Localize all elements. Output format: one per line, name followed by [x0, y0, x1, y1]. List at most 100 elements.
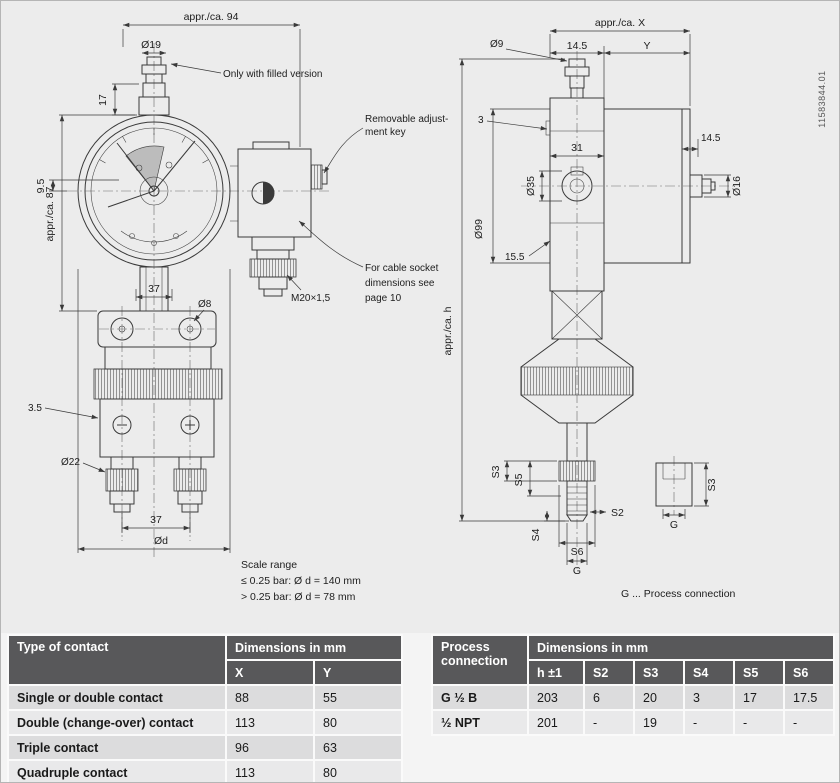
side-valve-body [520, 290, 634, 522]
dim-s4: S4 [530, 528, 542, 541]
dim-g-detail: G [670, 519, 678, 531]
contact-table-header-row: Type of contact Dimensions in mm [7, 634, 404, 686]
dim-3: 3 [478, 115, 484, 126]
process-table-header-row: Process connection Dimensions in mm [431, 634, 836, 686]
dim-37-bottom: 37 [150, 514, 162, 526]
cell-s3: 20 [633, 684, 685, 711]
row-label: Triple contact [7, 734, 227, 761]
dim-17: 17 [97, 94, 109, 106]
column-header-s3: S3 [633, 659, 685, 686]
dim-appr-87: appr./ca. 87 [44, 186, 56, 241]
note-cable-socket-line1: For cable socket [365, 263, 439, 274]
row-label: Double (change-over) contact [7, 709, 227, 736]
dim-s3-detail: S3 [706, 478, 718, 491]
scale-range-line1: ≤ 0.25 bar: Ø d = 140 mm [241, 575, 361, 587]
process-table-title: Process connection [431, 634, 529, 686]
side-body [549, 97, 716, 292]
dim-3-5: 3.5 [28, 403, 42, 414]
process-table-dims-header: Dimensions in mm [526, 634, 836, 661]
cell-h: 201 [527, 709, 585, 736]
row-label: Quadruple contact [7, 759, 227, 782]
front-view-notes: Only with filled version Removable adjus… [170, 62, 448, 603]
cell-y: 80 [312, 759, 404, 782]
gauge-dial [77, 114, 231, 268]
dim-dia-d: Ød [154, 535, 168, 547]
cell-s4: 3 [683, 684, 735, 711]
process-connection-note: G ... Process connection [621, 588, 736, 600]
dim-appr-h: appr./ca. h [442, 306, 454, 355]
dim-s6: S6 [571, 546, 584, 558]
note-cable-socket-line2: dimensions see [365, 278, 435, 289]
dim-14-5-top: 14.5 [567, 40, 588, 52]
side-view-dimensions: appr./ca. X 14.5 Y Ø9 3 31 Ø35 14.5 Ø16 … [442, 17, 743, 600]
column-header-s6: S6 [782, 659, 836, 686]
cell-h: 203 [527, 684, 585, 711]
note-cable-socket-line3: page 10 [365, 293, 402, 304]
dim-m20: M20×1,5 [291, 293, 331, 304]
table-row: ½ NPT 201 - 19 - - - [431, 709, 836, 736]
scale-range-title: Scale range [241, 559, 297, 571]
cell-s5: - [733, 709, 785, 736]
dim-37-top: 37 [148, 283, 160, 295]
dim-dia35: Ø35 [525, 176, 537, 196]
technical-drawing: appr./ca. 94 Ø19 17 9.5 appr./ca. 87 37 … [1, 1, 839, 633]
row-label: Single or double contact [7, 684, 227, 711]
dim-9-5: 9.5 [35, 179, 47, 194]
cable-gland [249, 236, 297, 297]
contact-dimensions-table: Type of contact Dimensions in mm X Y Sin… [7, 634, 404, 782]
dim-dia8: Ø8 [198, 299, 212, 310]
column-header-x: X [225, 659, 315, 686]
contact-table-subheader-row: X Y [8, 659, 404, 686]
weld-socket-detail [655, 462, 693, 507]
dim-s3: S3 [490, 465, 502, 478]
dim-dia22: Ø22 [61, 457, 80, 468]
filling-plug [138, 56, 170, 116]
front-view: appr./ca. 94 Ø19 17 9.5 appr./ca. 87 37 … [28, 11, 448, 603]
cell-s2: 6 [583, 684, 635, 711]
contact-table-title: Type of contact [7, 634, 227, 686]
process-connection-table: Process connection Dimensions in mm h ±1… [431, 634, 836, 736]
cell-s5: 17 [733, 684, 785, 711]
column-header-s4: S4 [683, 659, 735, 686]
column-header-y: Y [312, 659, 404, 686]
column-header-s5: S5 [733, 659, 785, 686]
dim-dia19: Ø19 [141, 39, 161, 51]
process-table-subheader-row: h ±1 S2 S3 S4 S5 S6 [432, 659, 836, 686]
side-view: appr./ca. X 14.5 Y Ø9 3 31 Ø35 14.5 Ø16 … [442, 17, 743, 600]
dim-14-5-side: 14.5 [701, 133, 721, 144]
dim-dia16: Ø16 [731, 176, 743, 196]
note-adjustment-key-line2: ment key [365, 127, 406, 138]
contact-table-dims-header: Dimensions in mm [224, 634, 404, 661]
table-row: Single or double contact 88 55 [7, 684, 404, 711]
dim-15-5: 15.5 [505, 252, 525, 263]
cell-s2: - [583, 709, 635, 736]
row-label: ½ NPT [431, 709, 529, 736]
document-number: 11583844.01 [817, 70, 827, 127]
contact-housing [230, 141, 328, 238]
front-view-dimensions: appr./ca. 94 Ø19 17 9.5 appr./ca. 87 37 … [28, 11, 331, 553]
cell-y: 80 [312, 709, 404, 736]
dim-appr-94: appr./ca. 94 [184, 11, 239, 23]
cell-s6: - [782, 709, 836, 736]
dim-dia99: Ø99 [473, 219, 485, 239]
dim-g: G [573, 565, 581, 577]
cell-y: 55 [312, 684, 404, 711]
column-header-s2: S2 [583, 659, 635, 686]
process-connections-front [105, 456, 207, 513]
note-filled-version: Only with filled version [223, 69, 322, 80]
drawing-background [1, 1, 839, 633]
dim-dia9: Ø9 [490, 39, 504, 50]
cell-s6: 17.5 [782, 684, 836, 711]
note-adjustment-key-line1: Removable adjust- [365, 114, 448, 125]
valve-body-front [93, 266, 223, 458]
table-row: Quadruple contact 113 80 [7, 759, 404, 782]
cell-x: 88 [225, 684, 315, 711]
cell-x: 113 [225, 759, 315, 782]
table-row: Triple contact 96 63 [7, 734, 404, 761]
cell-s3: 19 [633, 709, 685, 736]
dim-s2: S2 [611, 507, 624, 519]
dim-appr-x: appr./ca. X [595, 17, 645, 29]
scale-range-line2: > 0.25 bar: Ø d = 78 mm [241, 591, 356, 603]
table-row: Double (change-over) contact 113 80 [7, 709, 404, 736]
